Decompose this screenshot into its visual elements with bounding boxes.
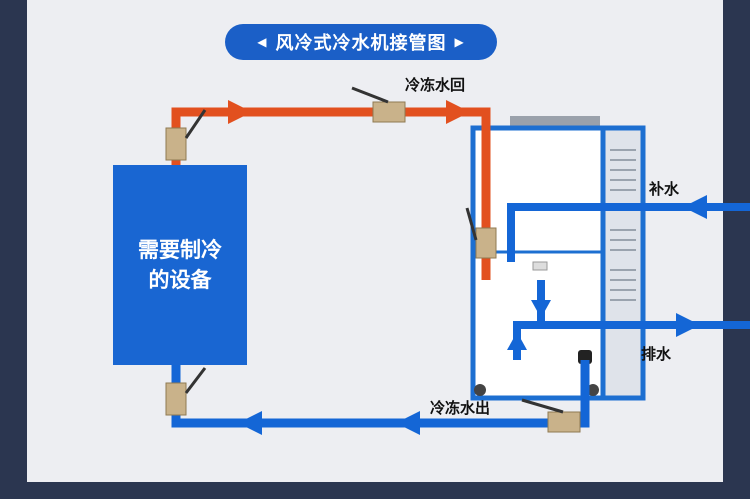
equipment-label-line1: 需要制冷 <box>138 238 222 262</box>
flow-arrow-icon <box>507 332 527 350</box>
drain-label: 排水 <box>641 345 672 363</box>
flow-arrow-icon <box>396 411 420 435</box>
supply-label: 冷冻水出 <box>430 399 491 417</box>
makeup-label: 补水 <box>649 180 680 198</box>
valve-icon <box>521 398 581 433</box>
valve-icon <box>465 207 497 259</box>
drain-pipe <box>507 313 750 360</box>
valve-icon <box>351 86 406 123</box>
return-label: 冷冻水回 <box>405 76 466 94</box>
equipment-label-line2: 的设备 <box>148 268 212 292</box>
title-text: 风冷式冷水机接管图 <box>275 33 447 54</box>
equipment-box: 需要制冷 的设备 <box>113 165 247 365</box>
flow-arrow-icon <box>446 100 470 124</box>
valve-icon <box>165 109 207 161</box>
valve-icon <box>165 367 207 416</box>
flow-arrow-icon <box>531 300 551 318</box>
makeup-pipe <box>507 195 750 322</box>
flow-arrow-icon <box>238 411 262 435</box>
right-arrow-icon: ▶ <box>454 35 465 49</box>
left-arrow-icon: ◀ <box>257 35 268 49</box>
diagram-title: ◀ 风冷式冷水机接管图 ▶ <box>225 24 497 60</box>
flow-arrow-icon <box>228 100 252 124</box>
flow-arrow-icon <box>676 313 700 337</box>
flow-arrow-icon <box>683 195 707 219</box>
chiller-unit <box>470 116 646 401</box>
